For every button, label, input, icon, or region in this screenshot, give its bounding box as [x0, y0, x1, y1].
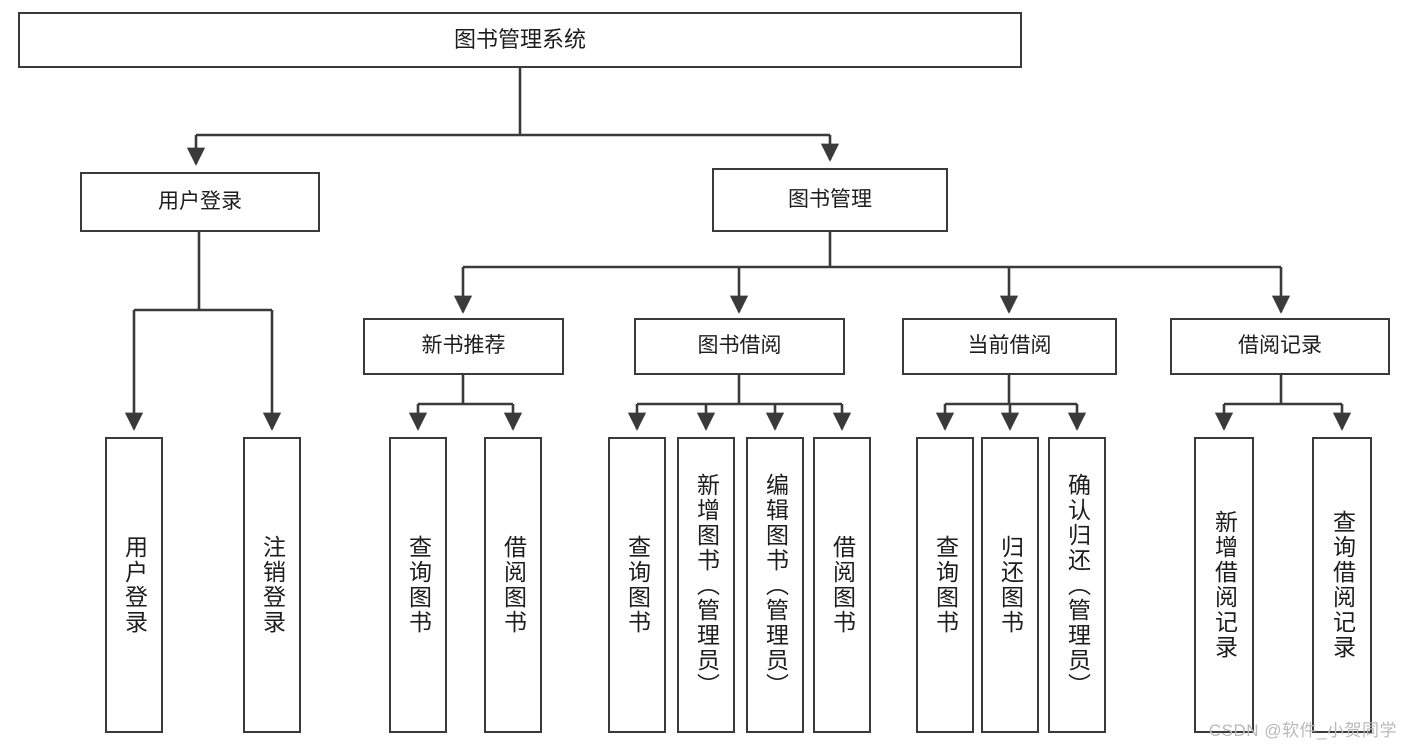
node-label: 新增图书（管理员） — [693, 472, 720, 698]
node-root-book-management-system[interactable]: 图书管理系统 — [18, 12, 1022, 68]
node-label: 查询图书 — [405, 535, 432, 635]
leaf-new-book-query[interactable]: 查询图书 — [389, 437, 447, 733]
node-label: 当前借阅 — [967, 334, 1052, 358]
leaf-return-book[interactable]: 归还图书 — [981, 437, 1039, 733]
node-label: 查询借阅记录 — [1329, 510, 1356, 660]
leaf-logout[interactable]: 注销登录 — [243, 437, 301, 733]
node-borrow-record[interactable]: 借阅记录 — [1170, 318, 1390, 375]
leaf-borrow-book[interactable]: 借阅图书 — [813, 437, 871, 733]
node-label: 查询图书 — [932, 535, 959, 635]
leaf-new-book-borrow[interactable]: 借阅图书 — [484, 437, 542, 733]
node-user-login[interactable]: 用户登录 — [80, 172, 320, 232]
leaf-query-borrow-record[interactable]: 查询借阅记录 — [1312, 437, 1372, 733]
node-label: 新增借阅记录 — [1211, 510, 1238, 660]
node-label: 新书推荐 — [421, 334, 506, 358]
node-label: 图书借阅 — [697, 334, 782, 358]
leaf-user-login[interactable]: 用户登录 — [105, 437, 163, 733]
leaf-add-borrow-record[interactable]: 新增借阅记录 — [1194, 437, 1254, 733]
node-current-borrow[interactable]: 当前借阅 — [902, 318, 1117, 375]
leaf-confirm-return-admin[interactable]: 确认归还（管理员） — [1048, 437, 1106, 733]
node-label: 图书管理系统 — [453, 27, 586, 53]
node-new-book-recommend[interactable]: 新书推荐 — [363, 318, 564, 375]
node-label: 确认归还（管理员） — [1064, 472, 1091, 698]
node-label: 归还图书 — [997, 535, 1024, 635]
node-book-borrow[interactable]: 图书借阅 — [634, 318, 845, 375]
leaf-add-book-admin[interactable]: 新增图书（管理员） — [677, 437, 735, 733]
node-label: 查询图书 — [624, 535, 651, 635]
node-label: 用户登录 — [158, 189, 242, 213]
node-label: 注销登录 — [259, 535, 286, 635]
node-label: 借阅图书 — [500, 535, 527, 635]
leaf-edit-book-admin[interactable]: 编辑图书（管理员） — [746, 437, 804, 733]
node-label: 用户登录 — [121, 535, 148, 635]
leaf-borrow-query-book[interactable]: 查询图书 — [608, 437, 666, 733]
node-label: 借阅图书 — [829, 535, 856, 635]
node-label: 编辑图书（管理员） — [762, 472, 789, 698]
node-label: 图书管理 — [788, 187, 872, 211]
node-label: 借阅记录 — [1238, 334, 1322, 358]
leaf-current-query-book[interactable]: 查询图书 — [916, 437, 974, 733]
node-book-management[interactable]: 图书管理 — [712, 168, 948, 232]
